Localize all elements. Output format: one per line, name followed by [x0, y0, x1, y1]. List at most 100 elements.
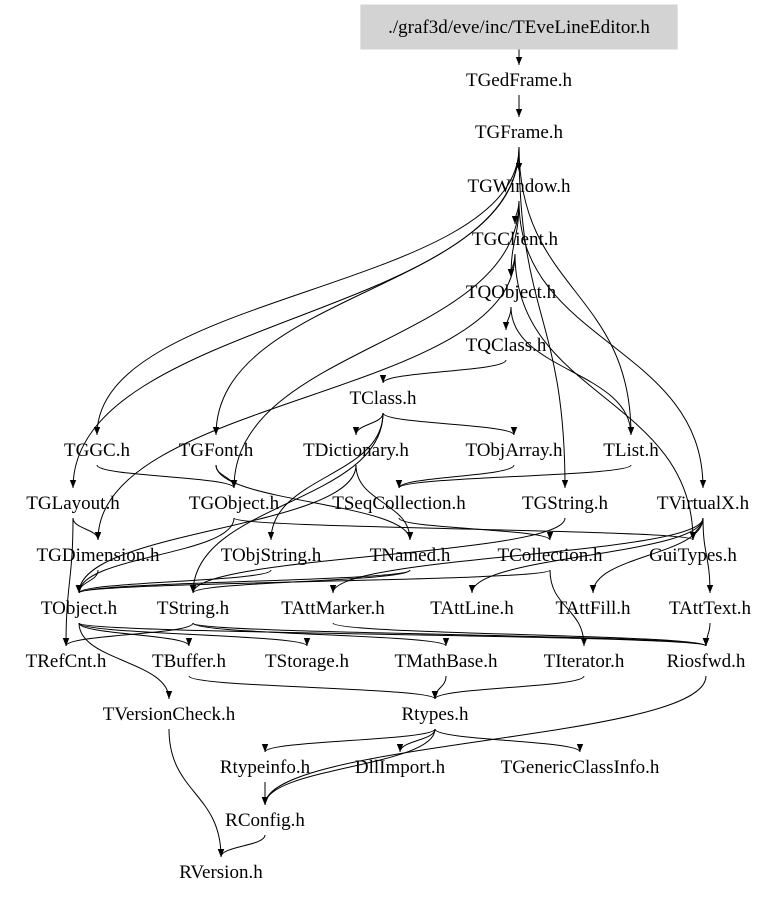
node-tstring[interactable]: TString.h — [157, 598, 230, 619]
node-label: TDictionary.h — [303, 440, 409, 461]
node-tatt-fill[interactable]: TAttFill.h — [555, 598, 631, 619]
edge-tstring-to-riosfwd — [192, 622, 709, 647]
node-label: TList.h — [603, 440, 659, 461]
node-tref-cnt[interactable]: TRefCnt.h — [26, 651, 107, 672]
node-label: RConfig.h — [225, 810, 305, 831]
node-rconfig[interactable]: RConfig.h — [225, 810, 305, 831]
node-tcollection[interactable]: TCollection.h — [497, 545, 603, 566]
edge-tqobject-to-tqclass — [502, 306, 512, 331]
node-tmath-base[interactable]: TMathBase.h — [395, 651, 498, 672]
edge-tdictionary-to-tobject — [75, 464, 357, 594]
node-tdictionary[interactable]: TDictionary.h — [303, 440, 409, 461]
edge-tclass-to-tobj-string — [267, 412, 384, 541]
node-titerator[interactable]: TIterator.h — [544, 651, 625, 672]
edge-tvirtual-x-to-tatt-line — [468, 517, 704, 594]
node-rtypeinfo[interactable]: Rtypeinfo.h — [220, 757, 311, 778]
edge-tvirtual-x-to-tatt-fill — [589, 517, 704, 594]
node-rtypes[interactable]: Rtypes.h — [401, 704, 469, 725]
edge-rtypes-to-tgeneric-class-info — [434, 728, 584, 753]
edge-tbuffer-to-rtypes — [188, 675, 439, 700]
node-gui-types[interactable]: GuiTypes.h — [649, 545, 737, 566]
node-tvirtual-x[interactable]: TVirtualX.h — [657, 493, 750, 514]
node-tseq-collection[interactable]: TSeqCollection.h — [332, 493, 466, 514]
node-label: TString.h — [157, 598, 230, 619]
node-tatt-marker[interactable]: TAttMarker.h — [281, 598, 385, 619]
edge-tgobject-to-tobject — [75, 517, 235, 594]
edge-tcollection-to-titerator — [549, 569, 588, 647]
node-tgeneric-class-info[interactable]: TGenericClassInfo.h — [501, 757, 660, 778]
node-tclass[interactable]: TClass.h — [349, 388, 417, 409]
node-tgfont[interactable]: TGFont.h — [179, 440, 254, 461]
node-label: TAttFill.h — [555, 598, 631, 619]
node-tgclient[interactable]: TGClient.h — [472, 229, 559, 250]
node-tobj-array[interactable]: TObjArray.h — [465, 440, 563, 461]
node-label: TAttText.h — [669, 598, 752, 619]
node-label: TCollection.h — [497, 545, 603, 566]
node-label: TGObject.h — [189, 493, 280, 514]
node-tlist[interactable]: TList.h — [603, 440, 659, 461]
edge-tcollection-to-tobject — [76, 569, 551, 594]
node-tgwindow[interactable]: TGWindow.h — [467, 176, 571, 197]
edge-tatt-text-to-riosfwd — [702, 622, 711, 647]
edge-tgwindow-to-tvirtual-x — [518, 200, 707, 489]
node-tatt-text[interactable]: TAttText.h — [669, 598, 752, 619]
edge-tvirtual-x-to-tatt-marker — [329, 517, 704, 594]
node-label: TGenericClassInfo.h — [501, 757, 660, 778]
node-label: TGClient.h — [472, 229, 559, 250]
edge-tnamed-to-tobject — [76, 569, 411, 594]
node-tobj-string[interactable]: TObjString.h — [221, 545, 322, 566]
edge-tstring-to-tmath-base — [192, 622, 450, 647]
node-label: TObjString.h — [221, 545, 322, 566]
node-label: TGFont.h — [179, 440, 254, 461]
edge-tobj-string-to-tobject — [75, 569, 272, 594]
edge-tgwindow-to-tgobject — [230, 200, 520, 489]
edge-rconfig-to-rversion — [217, 834, 266, 858]
node-tgdimension[interactable]: TGDimension.h — [37, 545, 160, 566]
node-tged-frame[interactable]: TGedFrame.h — [466, 70, 573, 91]
node-tatt-line[interactable]: TAttLine.h — [430, 598, 514, 619]
node-label: TObject.h — [41, 598, 118, 619]
node-label: TGedFrame.h — [466, 70, 573, 91]
node-label: TSeqCollection.h — [332, 493, 466, 514]
node-tgstring[interactable]: TGString.h — [522, 493, 609, 514]
edge-tdictionary-to-tnamed — [355, 464, 414, 541]
node-label: TAttLine.h — [430, 598, 514, 619]
node-tggc[interactable]: TGGC.h — [64, 440, 130, 461]
node-tgframe[interactable]: TGFrame.h — [475, 122, 564, 143]
node-label: TAttMarker.h — [281, 598, 385, 619]
node-label: TIterator.h — [544, 651, 625, 672]
node-tgobject[interactable]: TGObject.h — [189, 493, 280, 514]
node-label: DllImport.h — [355, 757, 446, 778]
node-label: TQClass.h — [466, 335, 547, 356]
edge-tobject-to-tversion-check — [78, 622, 173, 700]
root-node[interactable]: ./graf3d/eve/inc/TEveLineEditor.h — [360, 4, 678, 50]
node-label: TObjArray.h — [465, 440, 563, 461]
node-tstorage[interactable]: TStorage.h — [265, 651, 349, 672]
edge-tgclient-to-tgdimension — [94, 253, 516, 541]
node-label: ./graf3d/eve/inc/TEveLineEditor.h — [388, 17, 650, 38]
node-label: RVersion.h — [179, 862, 263, 883]
node-label: TVersionCheck.h — [103, 704, 236, 725]
node-label: TGDimension.h — [37, 545, 160, 566]
node-tbuffer[interactable]: TBuffer.h — [152, 651, 227, 672]
node-label: TClass.h — [349, 388, 417, 409]
edge-tseq-collection-to-tcollection — [398, 517, 554, 541]
node-dll-import[interactable]: DllImport.h — [355, 757, 446, 778]
node-rversion[interactable]: RVersion.h — [179, 862, 263, 883]
node-label: TGGC.h — [64, 440, 130, 461]
node-tglayout[interactable]: TGLayout.h — [26, 493, 120, 514]
edge-tggc-to-tgobject — [96, 464, 238, 489]
node-label: Rtypeinfo.h — [220, 757, 311, 778]
node-tobject[interactable]: TObject.h — [41, 598, 118, 619]
node-riosfwd[interactable]: Riosfwd.h — [667, 651, 746, 672]
node-tnamed[interactable]: TNamed.h — [370, 545, 451, 566]
node-tqobject[interactable]: TQObject.h — [466, 282, 557, 303]
edge-tgframe-to-tglayout — [69, 146, 520, 489]
edge-tobject-to-riosfwd — [78, 622, 709, 647]
node-tversion-check[interactable]: TVersionCheck.h — [103, 704, 236, 725]
edge-tgclient-to-gui-types — [514, 253, 697, 541]
node-tqclass[interactable]: TQClass.h — [466, 335, 547, 356]
edge-tclass-to-tdictionary — [352, 412, 384, 436]
node-label: TGLayout.h — [26, 493, 120, 514]
